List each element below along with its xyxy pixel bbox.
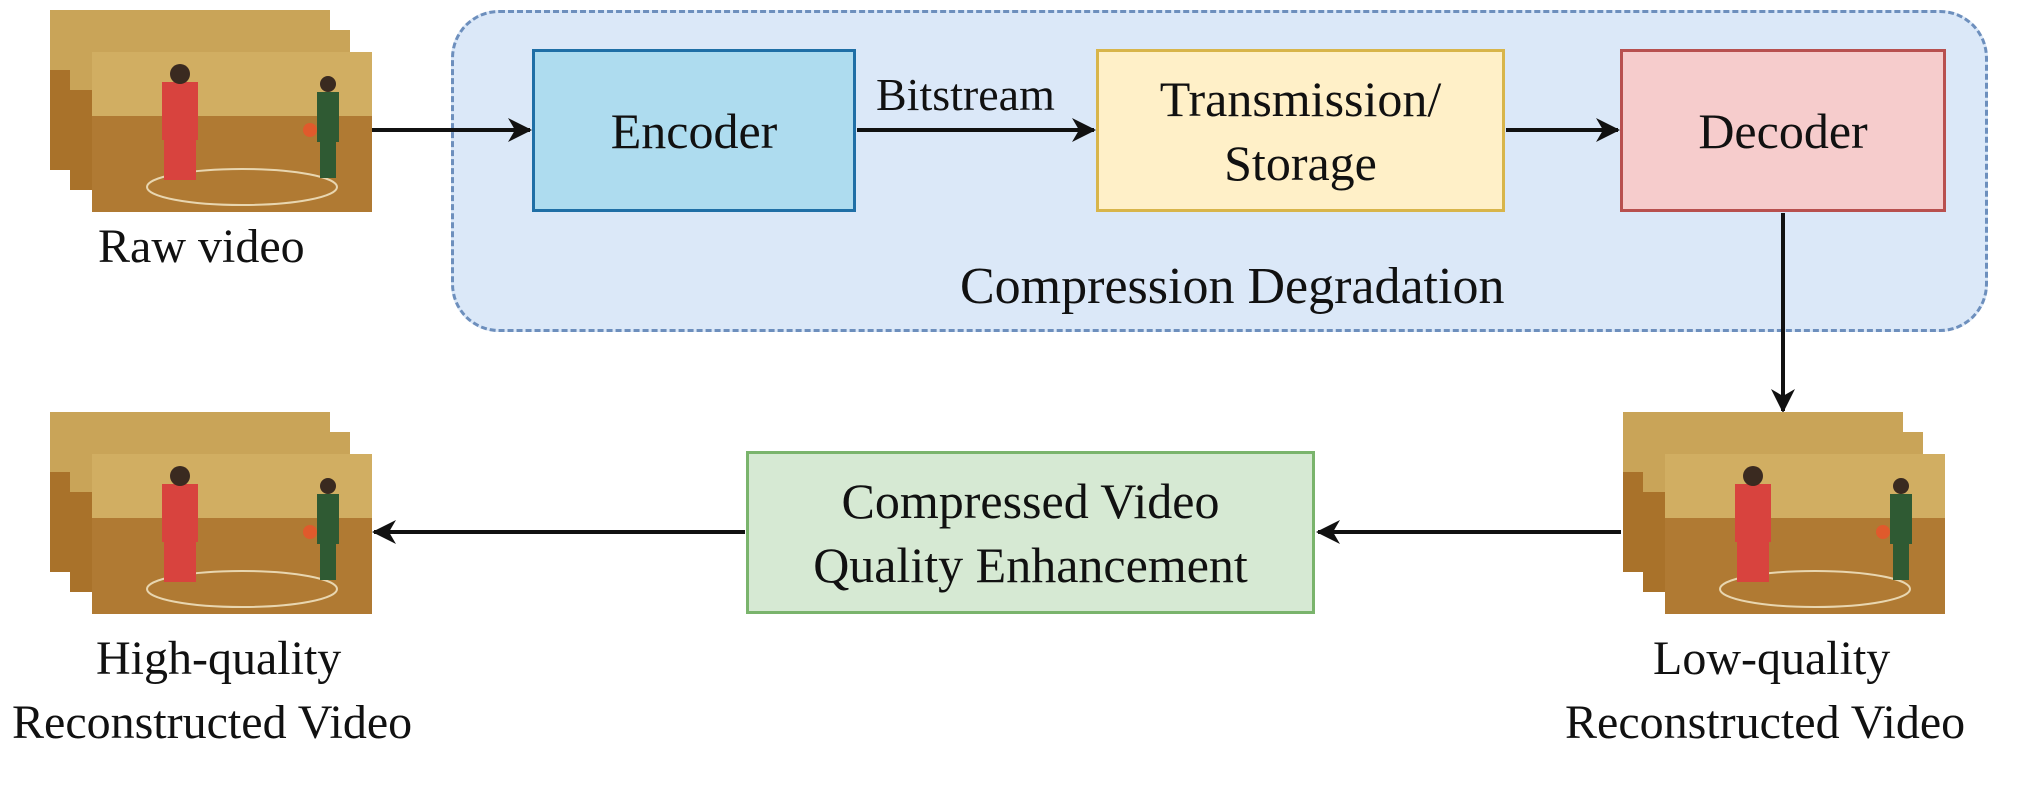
high-quality-line2: Reconstructed Video — [12, 696, 413, 749]
transmission-storage-box: Transmission/ Storage — [1096, 49, 1505, 212]
raw-video-label: Raw video — [98, 220, 305, 273]
video-frames-image — [1623, 412, 1945, 614]
low-quality-video-frames — [1623, 412, 1945, 614]
low-quality-line2: Reconstructed Video — [1565, 696, 1966, 749]
decoder-label: Decoder — [1698, 102, 1868, 159]
encoder-label: Encoder — [610, 102, 778, 159]
high-quality-line1: High-quality — [96, 632, 342, 685]
enhancement-line1: Compressed Video — [841, 472, 1220, 529]
low-quality-line1: Low-quality — [1653, 632, 1891, 685]
video-frames-image — [50, 412, 372, 614]
encoder-box: Encoder — [532, 49, 856, 212]
decoder-box: Decoder — [1620, 49, 1946, 212]
bitstream-label: Bitstream — [876, 69, 1055, 120]
raw-video-frames — [50, 10, 372, 212]
transmission-label: Transmission/ — [1159, 70, 1442, 127]
storage-label: Storage — [1224, 134, 1377, 191]
enhancement-line2: Quality Enhancement — [813, 536, 1248, 593]
video-frames-image — [50, 10, 372, 212]
quality-enhancement-box: Compressed Video Quality Enhancement — [746, 451, 1315, 614]
high-quality-video-frames — [50, 412, 372, 614]
compression-degradation-label: Compression Degradation — [960, 258, 1505, 315]
frame-front — [92, 52, 372, 212]
